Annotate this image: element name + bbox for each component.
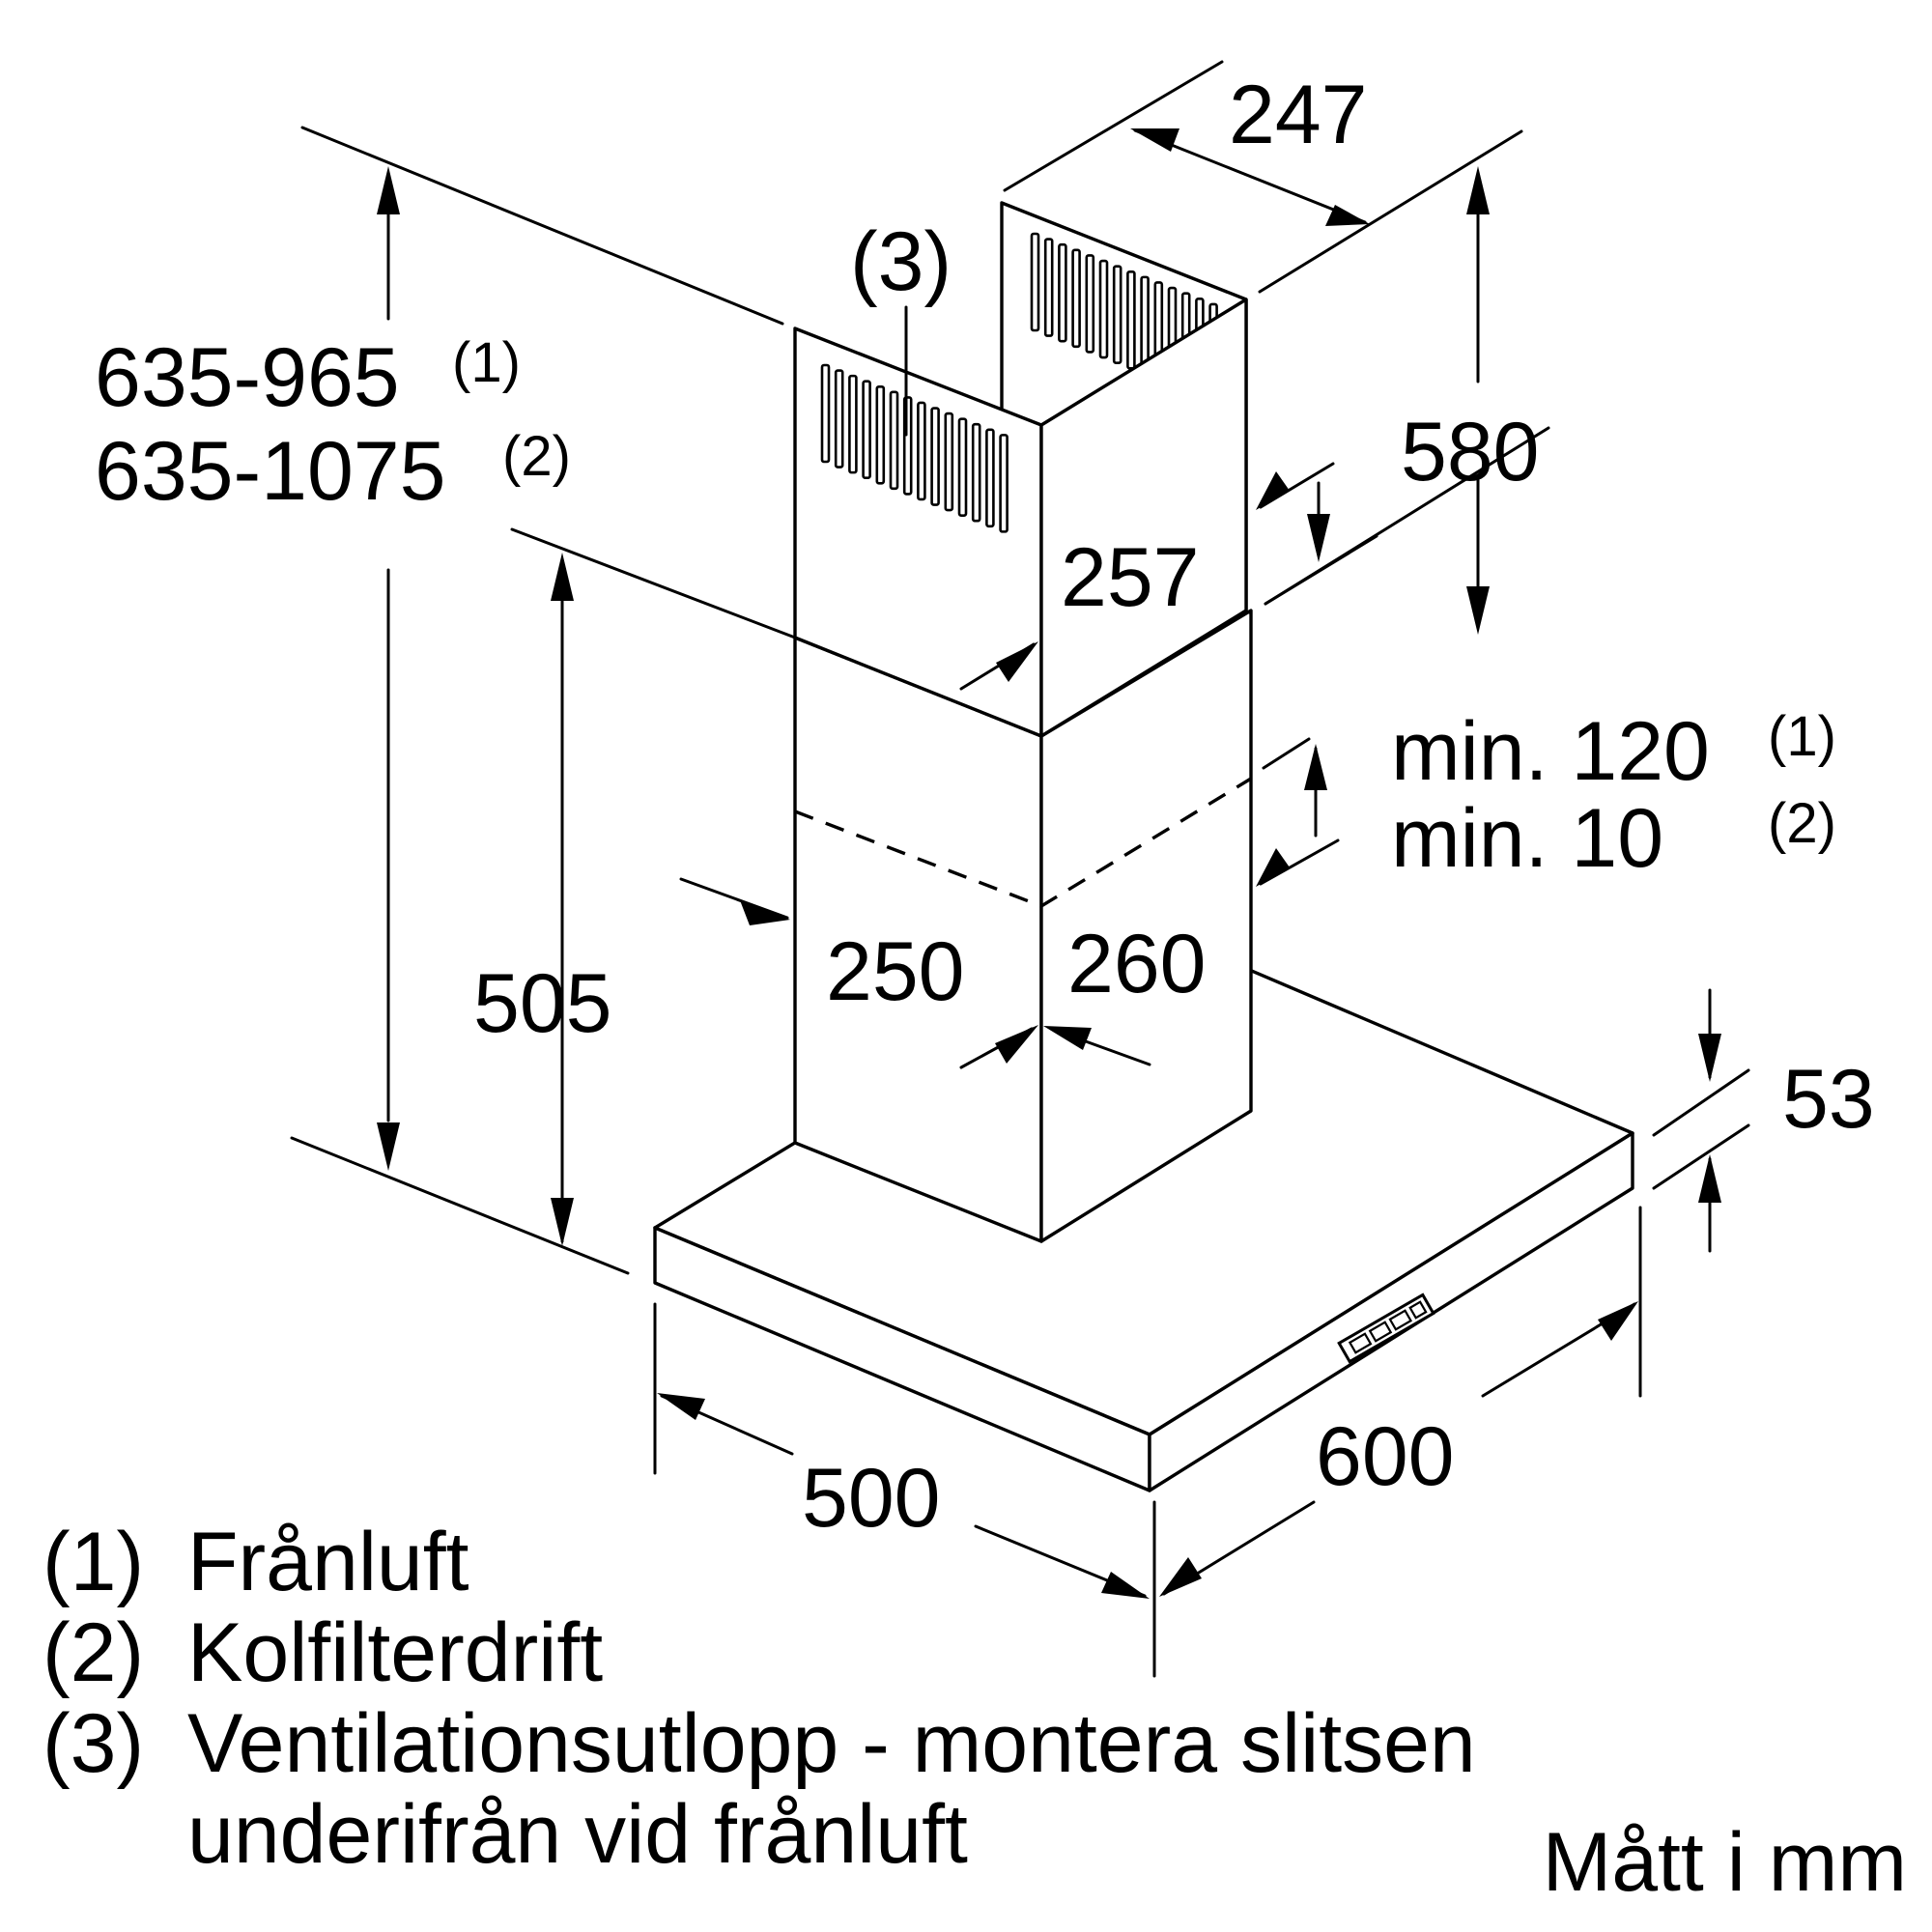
dimension-labels: 635-965 (1) 635-1075 (2) 247 580 257 505… [95, 69, 1875, 1545]
vent-slot [1085, 254, 1095, 354]
total-height-label-1: 635-965 [95, 331, 400, 424]
overlap-label-2: min. 10 [1391, 792, 1663, 885]
vent-slot [1043, 238, 1054, 337]
upper-chimney-right-face [1039, 298, 1248, 738]
vent-slot [862, 380, 871, 479]
upper-chimney-height-label: 580 [1401, 406, 1540, 498]
arrowhead [1304, 744, 1327, 790]
canopy [653, 925, 1634, 1492]
legend-number: (2) [43, 1606, 145, 1699]
overlap-note-1: (1) [1768, 705, 1836, 768]
control-panel [1337, 1293, 1435, 1364]
arrowhead [551, 1198, 574, 1246]
vent-slot [944, 412, 954, 512]
arrowhead [657, 1393, 705, 1420]
arrowhead [377, 166, 400, 214]
vent-slot [848, 374, 858, 474]
legend-number: (1) [43, 1516, 145, 1608]
lower-chimney [793, 609, 1253, 1243]
lower-chimney-right-face [1039, 609, 1253, 1243]
rear-vent-slots [1030, 232, 1218, 403]
arrowhead [740, 900, 790, 925]
legend-text: Frånluft [187, 1516, 469, 1608]
extension-lines [290, 60, 1750, 1678]
depth-247-dim [1133, 128, 1367, 224]
canopy-width-label: 600 [1316, 1410, 1455, 1503]
upper-chimney-depth-label: 247 [1229, 69, 1368, 161]
lower-chimney-depth-label: 250 [826, 925, 965, 1018]
arrowhead [551, 553, 574, 601]
total-height-note-2: (2) [502, 425, 571, 488]
vent-slot [820, 363, 831, 464]
arrowhead [1698, 1154, 1721, 1203]
arrowhead [1130, 128, 1179, 152]
legend-row-2: (2) Kolfilterdrift [43, 1607, 1476, 1698]
legend-row-1: (1) Frånluft [43, 1517, 1476, 1607]
vent-slot [889, 390, 899, 491]
arrowhead [1598, 1301, 1638, 1341]
lower-chimney-height-label: 505 [473, 957, 612, 1050]
legend-row-4: underifrån vid frånluft [43, 1789, 1476, 1880]
vent-slot [1030, 232, 1040, 332]
vent-slot [971, 422, 981, 523]
arrowhead [1159, 1557, 1202, 1597]
legend-text: Kolfilterdrift [187, 1606, 604, 1699]
legend-number [43, 1789, 187, 1880]
total-height-note-1: (1) [452, 331, 521, 394]
upper-chimney-width-label: 257 [1061, 531, 1200, 624]
arrowhead [995, 1025, 1038, 1064]
arrowhead [1101, 1572, 1150, 1599]
vent-slot [999, 434, 1009, 533]
units-label: Mått i mm [1542, 1816, 1907, 1909]
overlap-label-1: min. 120 [1391, 705, 1710, 798]
arrowhead [1256, 848, 1290, 887]
arrowhead [1325, 205, 1370, 226]
canopy-height-label: 53 [1782, 1053, 1875, 1146]
vent-slot [1112, 265, 1122, 364]
arrowhead [996, 641, 1038, 682]
vent-slot [1098, 259, 1109, 359]
vent-slot [930, 407, 940, 506]
lower-chimney-width-label: 260 [1067, 918, 1207, 1010]
total-height-label-2: 635-1075 [95, 425, 445, 518]
arrowhead [377, 1122, 400, 1171]
arrowhead [1466, 166, 1490, 214]
overlap-note-2: (2) [1768, 792, 1836, 855]
legend-text: Ventilationsutlopp - montera slitsen [187, 1697, 1476, 1790]
dimension-lines [377, 128, 1721, 1599]
vent-slot [834, 369, 844, 469]
depth-250-dim [679, 877, 789, 920]
arrowhead [1043, 1026, 1092, 1050]
vent-slot [902, 396, 913, 496]
arrowhead [1698, 1034, 1721, 1082]
vent-slot [957, 417, 968, 517]
arrowhead [1307, 514, 1330, 562]
overlap-hidden-edge [794, 777, 1252, 908]
vent-slot [1058, 242, 1067, 343]
legend: (1) Frånluft (2) Kolfilterdrift (3) Vent… [43, 1517, 1476, 1880]
vent-slot [917, 401, 926, 501]
legend-text: underifrån vid frånluft [187, 1788, 968, 1881]
arrowhead [1256, 471, 1290, 510]
canopy-depth-label: 500 [802, 1452, 941, 1545]
front-vent-slots [820, 363, 1009, 533]
callout-3-label: (3) [850, 215, 952, 308]
legend-number: (3) [43, 1697, 145, 1790]
vent-slot [1071, 248, 1081, 349]
vent-slot [875, 384, 886, 485]
arrowhead [1466, 586, 1490, 635]
vent-slot [985, 428, 995, 528]
upper-chimney-front [793, 298, 1248, 738]
legend-row-3: (3) Ventilationsutlopp - montera slitsen [43, 1698, 1476, 1789]
